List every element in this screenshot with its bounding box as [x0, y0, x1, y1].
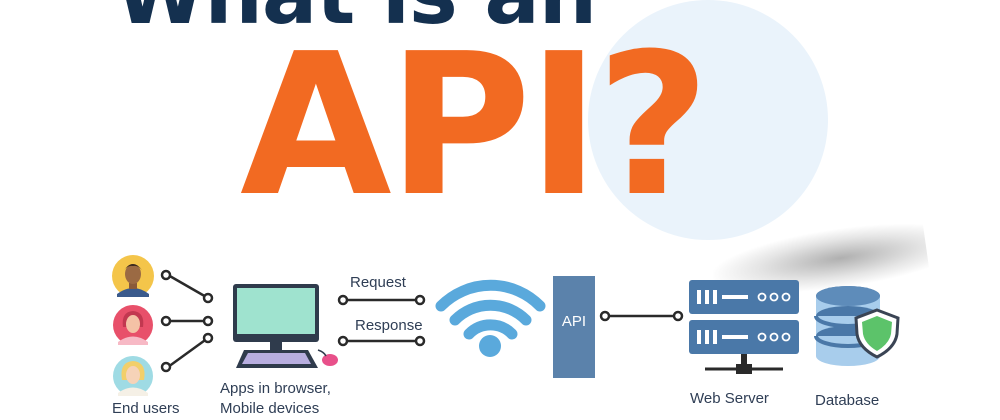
- api-title: API?: [240, 12, 710, 240]
- wifi-icon: [435, 280, 546, 357]
- user-avatar-3-icon: [113, 356, 153, 396]
- request-response-connectors: [337, 294, 426, 347]
- shield-icon: [854, 308, 900, 359]
- end-users-label: End users: [112, 400, 180, 417]
- web-server-label: Web Server: [690, 390, 769, 407]
- api-gateway-box: API: [553, 276, 595, 378]
- apps-label-line2: Mobile devices: [220, 400, 320, 417]
- api-box-label: API: [561, 313, 587, 330]
- request-label: Request: [350, 274, 406, 291]
- user-avatar-2-icon: [113, 305, 153, 345]
- computer-icon: [233, 284, 338, 368]
- database-label: Database: [815, 392, 880, 409]
- response-label: Response: [355, 317, 423, 334]
- user-avatar-1-icon: [112, 255, 154, 297]
- apps-label-line1: Apps in browser,: [220, 380, 331, 397]
- user-connectors: [160, 269, 214, 373]
- headline: What is an: [115, 0, 597, 43]
- background-circle: [588, 0, 828, 240]
- web-server-icon: [689, 280, 799, 374]
- api-server-connector: [599, 310, 684, 322]
